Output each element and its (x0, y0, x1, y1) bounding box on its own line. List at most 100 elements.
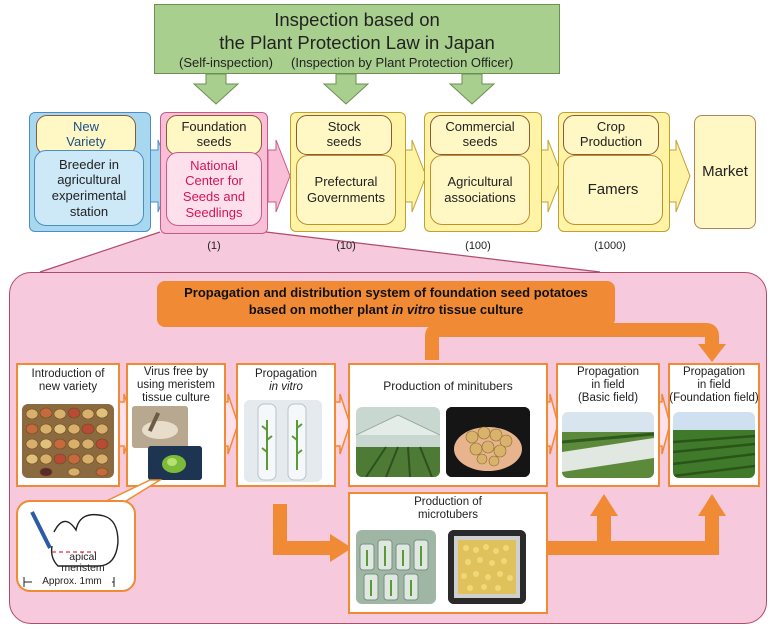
micro-to-foundation-arrow (604, 514, 719, 555)
officer-inspection-label: (Inspection by Plant Protection Officer) (291, 55, 514, 70)
count-commercial: (100) (465, 240, 491, 252)
stage-arrow-2 (267, 139, 291, 213)
stage-header-line: Stock (327, 119, 361, 135)
bypass-arrow (425, 323, 719, 360)
step-label-line: tissue culture (142, 391, 210, 404)
stage-header-line: seeds (462, 134, 498, 149)
meristem-label-line: apical (69, 551, 97, 563)
stage-header-line: Foundation (181, 119, 247, 135)
panel-title-part: tissue culture (435, 301, 524, 317)
stage-body-line: Breeder in (59, 156, 119, 172)
down-arrow-commercial (448, 73, 496, 105)
stage-header-line: seeds (196, 134, 232, 149)
step-label-line: Propagation (254, 368, 318, 380)
stage-header-line: Crop (596, 119, 626, 135)
down-arrow-foundation (192, 73, 240, 105)
step-label-line: (Foundation field) (669, 391, 759, 404)
stage-market: Market (694, 115, 756, 229)
step-minitubers-label: Production of minitubers (383, 379, 513, 393)
stage-body-line: Center for (185, 173, 243, 189)
potato-varieties-photo (22, 404, 114, 478)
stage-body-line: Prefectural (314, 174, 378, 190)
self-inspection-label: (Self-inspection) (179, 55, 273, 70)
panel-title: Propagation and distribution system of f… (157, 281, 615, 327)
panel-title-italic: in vitro (391, 301, 436, 317)
panel-title-line2: based on mother plant in vitro tissue cu… (157, 302, 615, 319)
banner-title-line1: Inspection based on (274, 9, 440, 30)
invitro-image (244, 400, 322, 482)
microtuber-arrow (273, 504, 332, 555)
microscope-photo (132, 406, 188, 448)
greenhouse-image (356, 407, 440, 477)
invitro-photo (244, 400, 322, 482)
stage-body-line: associations (444, 190, 516, 205)
panel-title-line1: Propagation and distribution system of f… (184, 285, 588, 300)
down-arrow-stock (322, 73, 370, 105)
step-label-line: (Basic field) (577, 391, 639, 404)
stage-header-line: Production (579, 134, 643, 149)
potato-varieties-image (25, 407, 109, 477)
stage-body-line: Seeds and (182, 189, 246, 204)
stage-header-line: Variety (66, 134, 106, 149)
stage-header-line: Commercial (445, 119, 515, 135)
stage-crop-body: Famers (563, 155, 663, 225)
stage-body-line: Governments (306, 190, 386, 205)
meristem-label-line: meristem (61, 562, 105, 575)
stage-body-line: National (190, 157, 238, 173)
minitubers-image (446, 407, 530, 477)
callout-wedge (40, 232, 600, 272)
step-label-line: Introduction of (31, 368, 105, 380)
microtubers-tray-image (448, 530, 526, 604)
step-label-line: new variety (38, 380, 98, 393)
microtubers-tray-photo (448, 530, 526, 604)
stage-body-line: experimental (51, 188, 127, 203)
foundation-field-image (673, 412, 755, 478)
greenhouse-photo (356, 407, 440, 477)
stage-header-line: seeds (326, 134, 362, 149)
stage-body-line: Seedlings (185, 204, 243, 220)
inspection-banner: Inspection based on the Plant Protection… (154, 4, 560, 74)
step-label-line: Propagation (682, 366, 746, 378)
stage-header-line: New (72, 119, 99, 135)
banner-title: Inspection based on the Plant Protection… (155, 9, 559, 54)
market-label: Market (702, 163, 748, 180)
meristem-photo (148, 446, 202, 480)
minitubers-photo (446, 407, 530, 477)
foundation-field-photo (673, 412, 755, 478)
step-label-line: using meristem (137, 378, 215, 391)
scale-label: Approx. 1mm (32, 576, 112, 588)
count-foundation: (1) (207, 240, 221, 252)
stage-body-line: Agricultural (447, 174, 513, 190)
count-crop: (1000) (594, 240, 626, 252)
step-label-line: in field (697, 378, 731, 391)
step-label-line: Propagation (576, 366, 640, 378)
step-label-line: microtubers (417, 508, 479, 521)
panel-title-part: based on mother plant (248, 301, 392, 317)
step-label-line: in field (591, 378, 625, 391)
microtuber-flasks-image (356, 530, 436, 604)
basic-field-photo (562, 412, 654, 478)
microscope-image (132, 406, 188, 448)
step-label-italic: in vitro (269, 380, 303, 393)
stage-body-line: agricultural (57, 172, 121, 188)
count-stock: (10) (336, 240, 356, 252)
microtuber-flasks-photo (356, 530, 436, 604)
step-label-line: Virus free by (143, 366, 209, 378)
